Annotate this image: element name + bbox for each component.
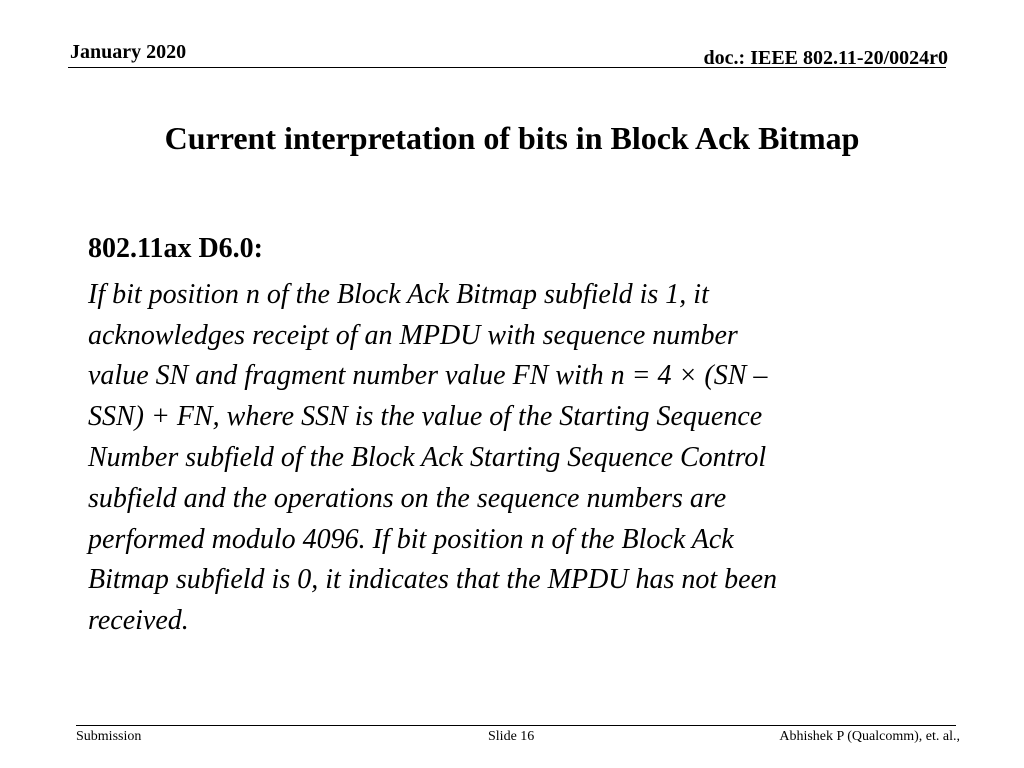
slide-body: 802.11ax D6.0: If bit position n of the … bbox=[88, 229, 948, 642]
version-heading: 802.11ax D6.0: bbox=[88, 233, 263, 264]
paragraph-line: acknowledges receipt of an MPDU with seq… bbox=[88, 319, 738, 351]
paragraph-line: performed modulo 4096. If bit position n… bbox=[88, 523, 734, 555]
spec-paragraph: If bit position n of the Block Ack Bitma… bbox=[88, 275, 948, 642]
footer-divider bbox=[76, 725, 956, 726]
slide-title: Current interpretation of bits in Block … bbox=[164, 120, 860, 156]
header-doc-id: doc.: IEEE 802.11-20/0024r0 bbox=[703, 47, 948, 69]
paragraph-line: SSN) + FN, where SSN is the value of the… bbox=[88, 401, 763, 433]
paragraph-line: subfield and the operations on the seque… bbox=[88, 482, 727, 514]
paragraph-line: value SN and fragment number value FN wi… bbox=[88, 360, 768, 392]
paragraph-line: received. bbox=[88, 605, 189, 637]
paragraph-line: Bitmap subfield is 0, it indicates that … bbox=[88, 564, 778, 596]
header-date: January 2020 bbox=[70, 41, 187, 63]
paragraph-line: Number subfield of the Block Ack Startin… bbox=[88, 441, 767, 473]
footer-slide-number: Slide 16 bbox=[488, 729, 535, 744]
paragraph-line: If bit position n of the Block Ack Bitma… bbox=[88, 278, 709, 310]
footer-submission: Submission bbox=[76, 729, 142, 744]
header-divider bbox=[68, 67, 946, 68]
footer-author: Abhishek P (Qualcomm), et. al., bbox=[779, 729, 960, 744]
